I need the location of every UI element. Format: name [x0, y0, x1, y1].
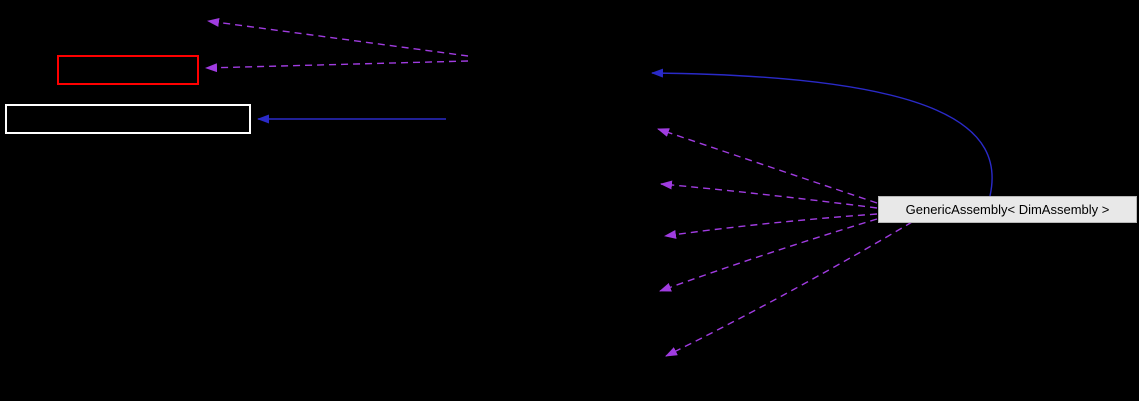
edge-inheritance-right-curve: [651, 68, 993, 197]
node-generic-assembly-label: GenericAssembly< DimAssembly >: [905, 202, 1110, 217]
edge-usage-fan-5: [665, 221, 913, 357]
edge-usage-top-second: [205, 60, 469, 73]
edge-usage-fan-2: [660, 180, 878, 209]
edge-usage-fan-3: [664, 213, 878, 239]
node-generic-assembly[interactable]: GenericAssembly< DimAssembly >: [878, 196, 1137, 223]
node-white-outline[interactable]: [5, 104, 251, 134]
edge-usage-top-first: [207, 18, 469, 57]
edge-usage-fan-1: [657, 128, 878, 204]
edge-usage-fan-4: [659, 218, 878, 292]
node-red-outline[interactable]: [57, 55, 199, 85]
